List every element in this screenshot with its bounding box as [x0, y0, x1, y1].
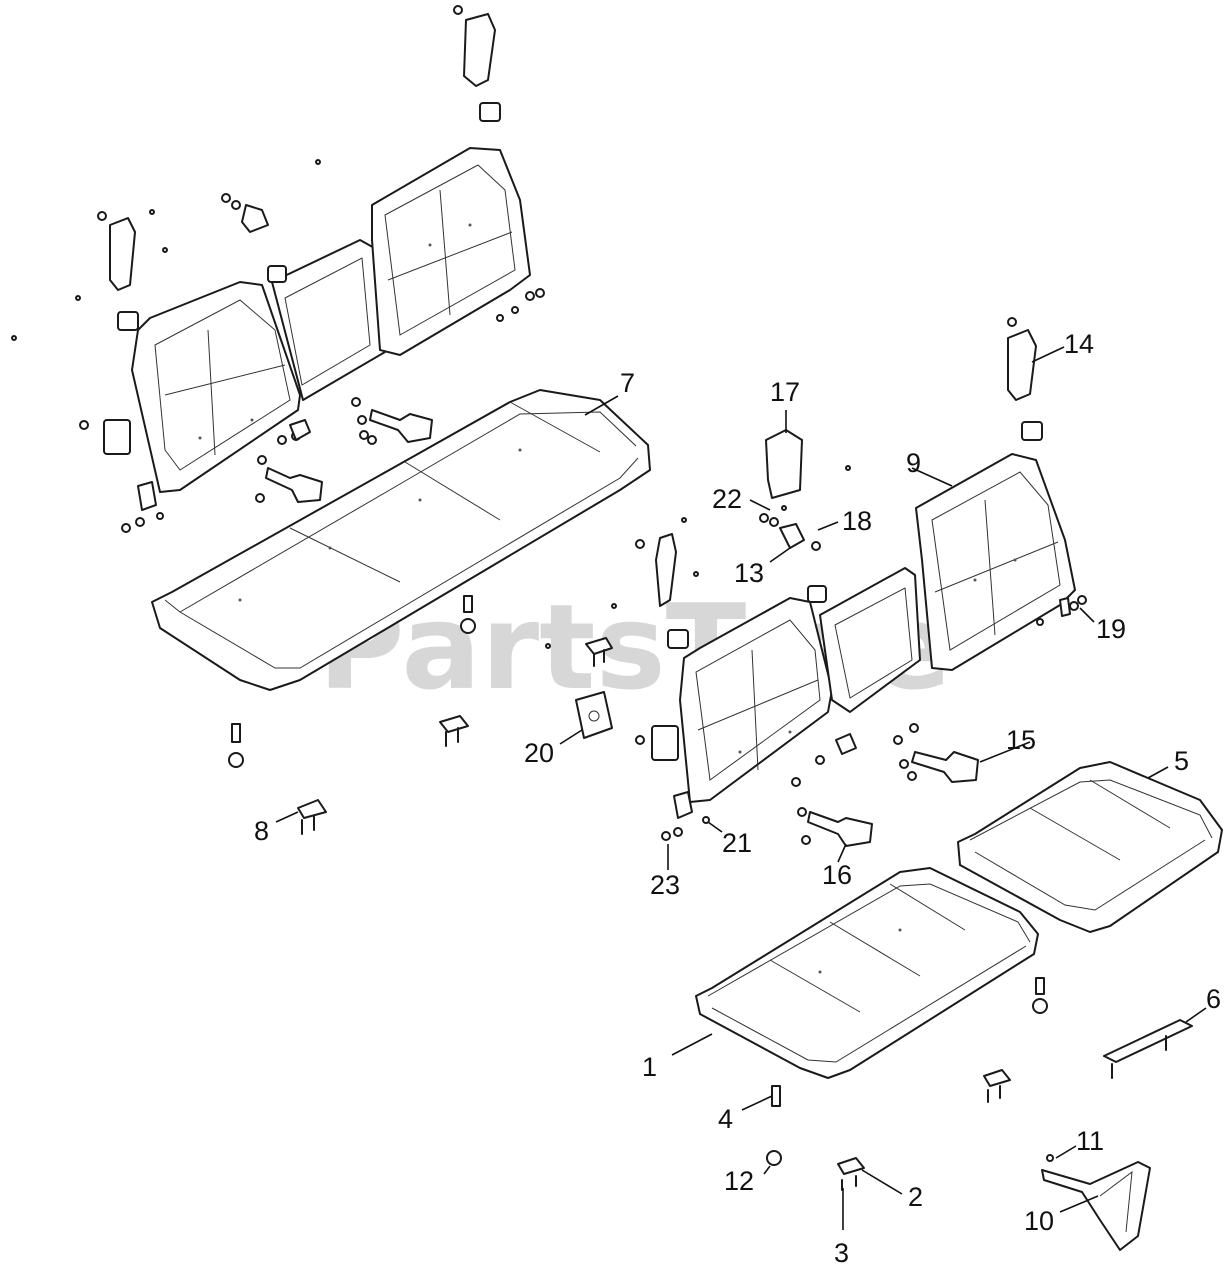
part-14-bracket [1007, 329, 1037, 401]
callout-13: 13 [734, 558, 764, 588]
right-seat-mounts [766, 977, 1193, 1251]
callout-10: 10 [1024, 1206, 1054, 1236]
callout-16: 16 [822, 860, 852, 890]
callout-21: 21 [722, 828, 752, 858]
callout-20: 20 [524, 738, 554, 768]
part-10-guard [1041, 1161, 1151, 1251]
callout-3: 3 [834, 1238, 849, 1268]
callout-11: 11 [1076, 1126, 1104, 1156]
callout-14: 14 [1064, 329, 1094, 359]
right-seat-cushion-5 [957, 761, 1223, 933]
part-12-nut [766, 1150, 782, 1166]
part-4-stud [771, 1085, 781, 1107]
part-11-screw [1046, 1154, 1054, 1162]
callout-5: 5 [1174, 746, 1189, 776]
left-seat-mounts [228, 595, 617, 835]
part-17-cover [765, 429, 803, 499]
callout-1: 1 [642, 1052, 657, 1082]
part-2-clip [837, 1157, 865, 1175]
callout-2: 2 [908, 1182, 923, 1212]
callout-15: 15 [1006, 725, 1036, 755]
callout-9: 9 [906, 448, 921, 478]
callout-22: 22 [712, 484, 742, 514]
right-backrest [651, 421, 1076, 803]
callout-7: 7 [620, 368, 635, 398]
callout-8: 8 [254, 816, 269, 846]
callout-4: 4 [718, 1104, 733, 1134]
callout-17: 17 [770, 377, 800, 407]
part-20-block [575, 691, 613, 739]
part-6-rail [1103, 1019, 1193, 1063]
callout-6: 6 [1206, 984, 1221, 1014]
callout-12: 12 [724, 1166, 754, 1196]
callout-19: 19 [1096, 614, 1126, 644]
callout-23: 23 [650, 870, 680, 900]
callout-18: 18 [842, 506, 872, 536]
right-hardware [635, 317, 1087, 847]
left-hardware [11, 5, 545, 533]
leader-lines [275, 346, 1207, 1230]
right-seat-cushion-1 [695, 867, 1039, 1079]
left-backrest [103, 102, 531, 493]
left-seat-cushion [151, 389, 651, 691]
